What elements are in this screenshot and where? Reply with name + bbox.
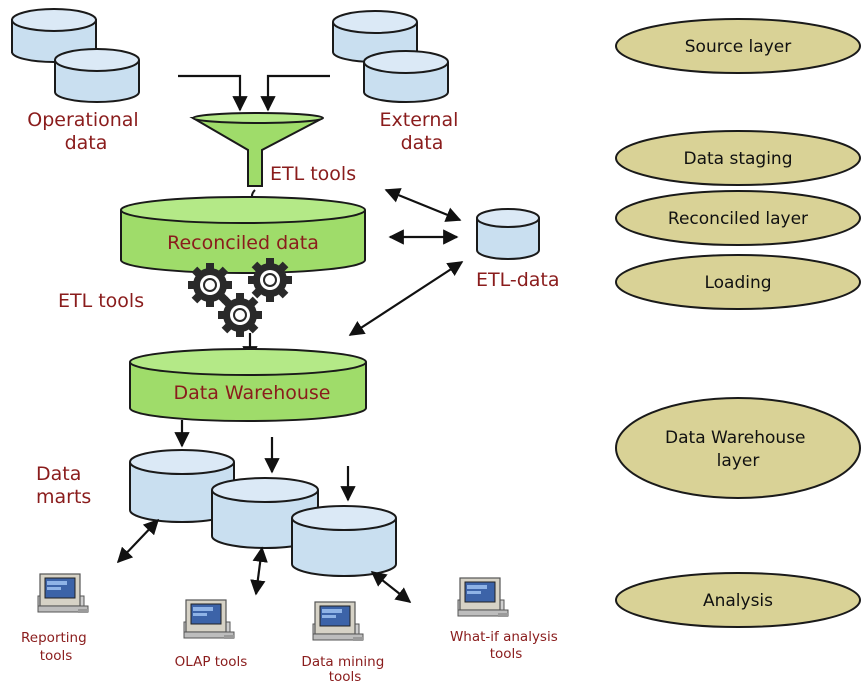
reporting-computer-icon (37, 573, 89, 614)
marts-to-tools-arrows (116, 518, 412, 603)
what-if-computer-icon (457, 577, 509, 618)
data-warehouse-cylinder (129, 348, 367, 422)
external-data-source-icon (332, 10, 449, 103)
source-cylinder-front (54, 48, 140, 103)
layer-loading-label: Loading (704, 273, 771, 293)
data-marts-label: Data marts (36, 463, 91, 508)
external-data-label: External data (380, 109, 465, 154)
layer-reconciled-label: Reconciled layer (668, 209, 808, 229)
data-warehouse-label: Data Warehouse (173, 382, 330, 404)
etl-data-label: ETL-data (476, 269, 560, 291)
olap-computer-icon (183, 599, 235, 640)
source-cylinder-back (11, 8, 97, 63)
warehouse-to-marts-arrows (174, 420, 356, 502)
etl-tools-left-label: ETL tools (58, 290, 144, 312)
reconciled-data-cylinder (120, 196, 366, 274)
layer-reconciled: Reconciled layer (615, 190, 861, 246)
layer-source-label: Source layer (685, 37, 791, 57)
data-mart-cylinder-3 (291, 505, 397, 577)
funnel-icon (189, 112, 324, 215)
reconciled-data-label: Reconciled data (167, 232, 319, 254)
layer-source: Source layer (615, 18, 861, 74)
layer-data-warehouse-label: Data Warehouse layer (665, 428, 811, 471)
layer-loading: Loading (615, 254, 861, 310)
layer-data-staging: Data staging (615, 130, 861, 186)
operational-data-label: Operational data (27, 109, 145, 154)
layer-data-staging-label: Data staging (683, 149, 792, 169)
etl-data-cylinder (476, 208, 540, 260)
source-to-funnel-arrows (178, 74, 330, 112)
data-mining-tools-label: Data mining tools (301, 654, 388, 682)
layer-analysis: Analysis (615, 572, 861, 628)
operational-data-source-icon (11, 8, 140, 103)
olap-tools-label: OLAP tools (175, 654, 248, 670)
etl-data-arrows (348, 188, 464, 336)
data-mining-computer-icon (312, 601, 364, 642)
layer-analysis-label: Analysis (703, 591, 773, 611)
reporting-tools-label: Reporting tools (21, 630, 91, 664)
source-cylinder-front (363, 50, 449, 103)
layer-data-warehouse: Data Warehouse layer (615, 397, 861, 499)
etl-tools-top-label: ETL tools (270, 163, 356, 185)
what-if-analysis-tools-label: What-if analysis tools (450, 629, 562, 662)
